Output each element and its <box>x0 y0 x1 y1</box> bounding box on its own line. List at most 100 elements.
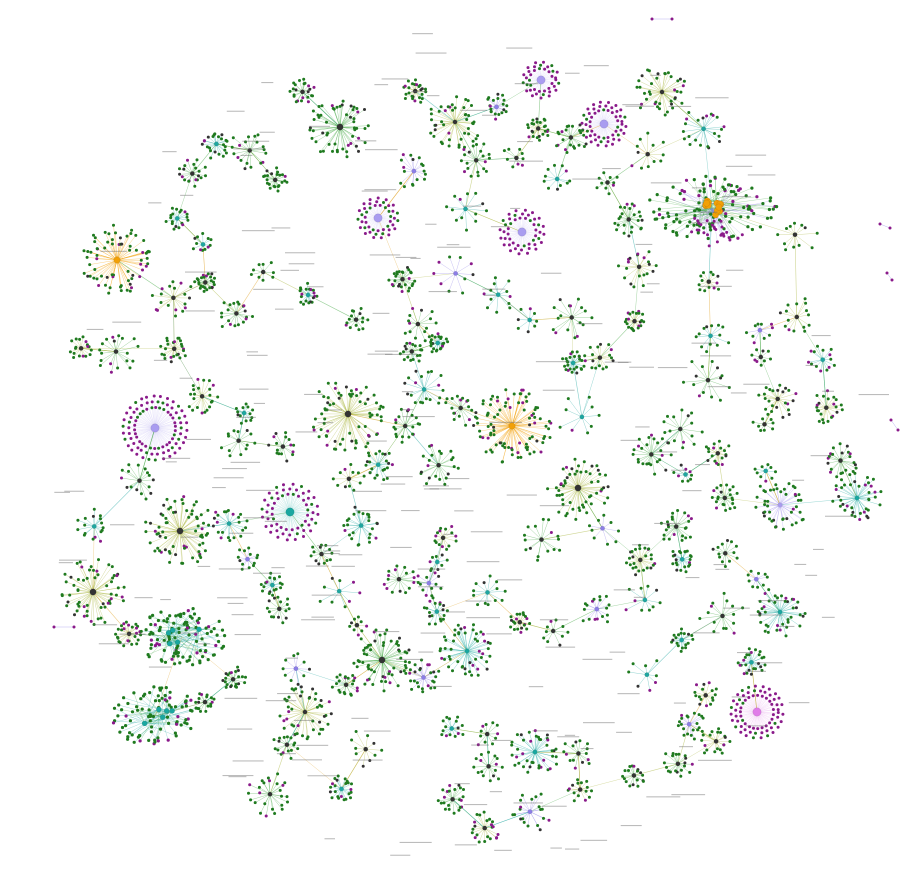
node <box>393 227 397 231</box>
edge <box>661 85 684 93</box>
node <box>750 186 754 190</box>
node <box>198 659 202 663</box>
node <box>768 699 772 703</box>
edge <box>844 497 858 511</box>
node <box>284 528 288 531</box>
edge <box>141 398 156 429</box>
node <box>328 403 332 407</box>
node <box>586 107 590 111</box>
edge <box>720 212 732 237</box>
node <box>363 215 367 219</box>
node <box>378 203 382 207</box>
edge <box>480 425 513 437</box>
edge <box>116 237 121 261</box>
edge <box>501 425 513 463</box>
node <box>624 125 628 128</box>
edge <box>856 497 861 514</box>
edge <box>92 581 112 593</box>
node <box>367 225 371 229</box>
node <box>674 213 679 217</box>
node <box>478 429 482 433</box>
edge <box>90 252 118 261</box>
node <box>128 406 132 410</box>
edge <box>116 259 133 276</box>
node <box>180 409 184 413</box>
node <box>542 437 546 440</box>
node <box>178 446 182 450</box>
node <box>153 458 157 462</box>
node <box>486 436 490 440</box>
node <box>182 611 186 616</box>
node <box>128 248 132 252</box>
edge <box>93 259 118 279</box>
edge <box>577 474 600 489</box>
edge <box>289 491 309 513</box>
edge <box>179 516 197 532</box>
node <box>492 433 496 437</box>
node <box>774 692 777 696</box>
edge <box>691 207 713 233</box>
node <box>671 185 675 189</box>
node <box>527 242 531 246</box>
edge <box>92 591 124 602</box>
node <box>147 655 151 659</box>
node <box>147 457 151 461</box>
node <box>173 424 177 428</box>
edge <box>466 640 478 652</box>
edge <box>66 591 94 606</box>
edge <box>707 179 726 215</box>
node <box>116 714 120 718</box>
node <box>610 111 614 115</box>
node <box>510 453 514 457</box>
node <box>541 93 545 97</box>
edge <box>320 115 341 128</box>
node <box>528 88 532 92</box>
edge <box>445 639 468 652</box>
edge <box>116 253 147 261</box>
node <box>653 217 657 221</box>
edge <box>779 504 793 526</box>
node <box>358 226 362 230</box>
node <box>657 207 662 211</box>
edge <box>157 709 160 738</box>
edge <box>130 709 159 721</box>
edge <box>154 427 170 457</box>
node <box>648 198 652 202</box>
node <box>160 696 164 700</box>
edge <box>381 649 399 661</box>
edge <box>179 499 183 532</box>
edge <box>756 686 764 713</box>
edge <box>122 709 159 728</box>
node <box>110 242 114 246</box>
edge <box>709 184 730 207</box>
node <box>285 538 289 542</box>
edge <box>638 80 663 93</box>
node <box>195 651 199 655</box>
node <box>132 410 136 414</box>
node <box>543 89 546 93</box>
node <box>524 446 528 449</box>
hub-node <box>113 256 121 264</box>
node <box>742 205 746 210</box>
node <box>155 638 160 642</box>
node <box>588 120 592 124</box>
node <box>118 236 122 240</box>
node <box>582 113 586 117</box>
node <box>550 82 554 85</box>
edge <box>381 645 399 661</box>
edge <box>779 489 785 506</box>
node <box>692 178 696 182</box>
edge <box>320 126 341 152</box>
edge <box>289 506 318 513</box>
edge <box>849 474 858 499</box>
node <box>326 429 330 433</box>
node <box>349 394 353 398</box>
node <box>538 230 542 234</box>
edge <box>838 496 858 499</box>
node <box>162 619 166 623</box>
edge <box>381 652 407 661</box>
node <box>204 649 208 653</box>
node <box>527 70 531 73</box>
edge <box>304 699 316 713</box>
node <box>168 696 172 700</box>
